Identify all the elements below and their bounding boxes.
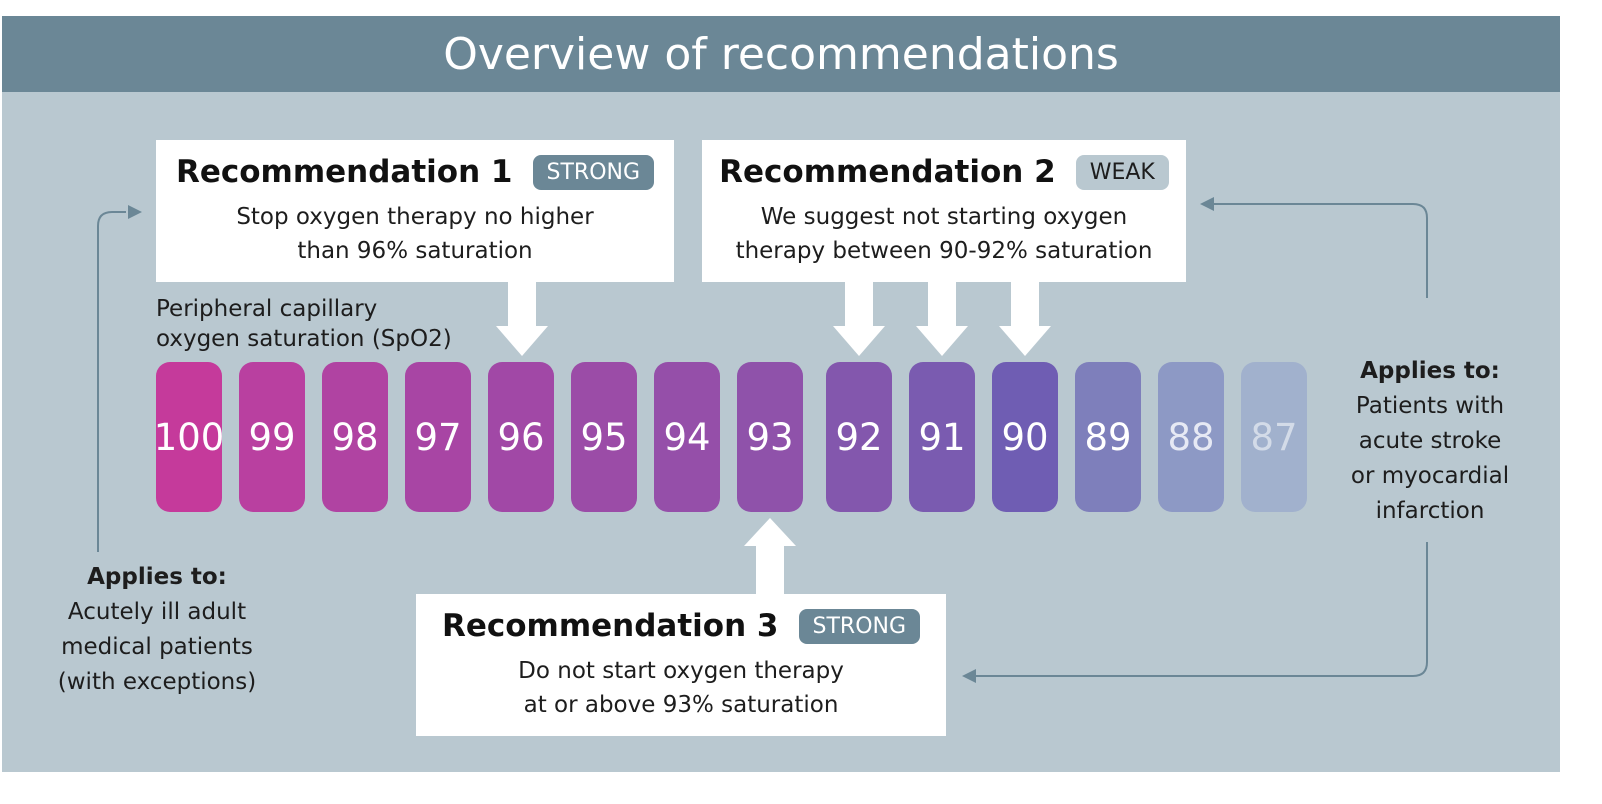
applies-to-right-heading: Applies to: bbox=[1360, 358, 1500, 384]
recommendation-3-heading: Recommendation 3 bbox=[441, 608, 779, 644]
recommendation-2-text: We suggest not starting oxygen therapy b… bbox=[735, 204, 1153, 264]
applies-to-right-text: Patients with acute stroke or myocardial… bbox=[1350, 393, 1510, 524]
recommendation-2-title-row: Recommendation 2 WEAK bbox=[702, 154, 1186, 190]
spo2-tile-95: 95 bbox=[571, 362, 637, 512]
spo2-tile-94: 94 bbox=[654, 362, 720, 512]
right-connector-bottom-line bbox=[976, 542, 1428, 677]
spo2-tile-88: 88 bbox=[1158, 362, 1224, 512]
right-connector-bottom-arrowhead bbox=[962, 669, 976, 683]
spo2-tile-98: 98 bbox=[322, 362, 388, 512]
recommendation-3-card: Recommendation 3 STRONG Do not start oxy… bbox=[416, 594, 946, 736]
recommendation-2-card: Recommendation 2 WEAK We suggest not sta… bbox=[702, 140, 1186, 282]
applies-to-left: Applies to: Acutely ill adult medical pa… bbox=[42, 560, 272, 700]
applies-to-right: Applies to: Patients with acute stroke o… bbox=[1332, 354, 1528, 529]
rec2-arrow-down-91 bbox=[916, 280, 968, 356]
applies-to-left-text: Acutely ill adult medical patients (with… bbox=[57, 599, 257, 695]
recommendations-panel: Overview of recommendations bbox=[2, 16, 1560, 772]
spo2-tile-91: 91 bbox=[909, 362, 975, 512]
left-connector-line bbox=[97, 211, 126, 552]
spo2-tile-96: 96 bbox=[488, 362, 554, 512]
page-title: Overview of recommendations bbox=[2, 16, 1560, 92]
spo2-tile-90: 90 bbox=[992, 362, 1058, 512]
recommendation-2-strength-badge: WEAK bbox=[1075, 154, 1169, 190]
rec2-arrow-down-92 bbox=[833, 280, 885, 356]
recommendation-3-strength-badge: STRONG bbox=[798, 608, 921, 644]
recommendation-1-heading: Recommendation 1 bbox=[175, 154, 513, 190]
spo2-tile-89: 89 bbox=[1075, 362, 1141, 512]
rec2-arrow-down-90 bbox=[999, 280, 1051, 356]
left-connector-arrowhead bbox=[128, 205, 142, 219]
right-connector-top-line bbox=[1214, 203, 1428, 298]
recommendation-1-card: Recommendation 1 STRONG Stop oxygen ther… bbox=[156, 140, 674, 282]
recommendation-3-text: Do not start oxygen therapy at or above … bbox=[518, 658, 844, 718]
rec1-arrow-down bbox=[496, 280, 548, 356]
spo2-tile-100: 100 bbox=[154, 362, 224, 512]
recommendation-1-title-row: Recommendation 1 STRONG bbox=[156, 154, 674, 190]
spo2-tile-99: 99 bbox=[239, 362, 305, 512]
applies-to-left-heading: Applies to: bbox=[87, 564, 227, 590]
spo2-scale-label: Peripheral capillary oxygen saturation (… bbox=[156, 296, 452, 352]
recommendation-1-strength-badge: STRONG bbox=[532, 154, 655, 190]
spo2-tile-92: 92 bbox=[826, 362, 892, 512]
spo2-tile-97: 97 bbox=[405, 362, 471, 512]
spo2-tile-93: 93 bbox=[737, 362, 803, 512]
recommendation-2-heading: Recommendation 2 bbox=[719, 154, 1056, 190]
recommendation-1-text: Stop oxygen therapy no higher than 96% s… bbox=[236, 204, 594, 264]
rec3-arrow-up bbox=[744, 518, 796, 596]
recommendation-3-title-row: Recommendation 3 STRONG bbox=[416, 608, 946, 644]
right-connector-top-arrowhead bbox=[1200, 197, 1214, 211]
spo2-tile-87: 87 bbox=[1241, 362, 1307, 512]
